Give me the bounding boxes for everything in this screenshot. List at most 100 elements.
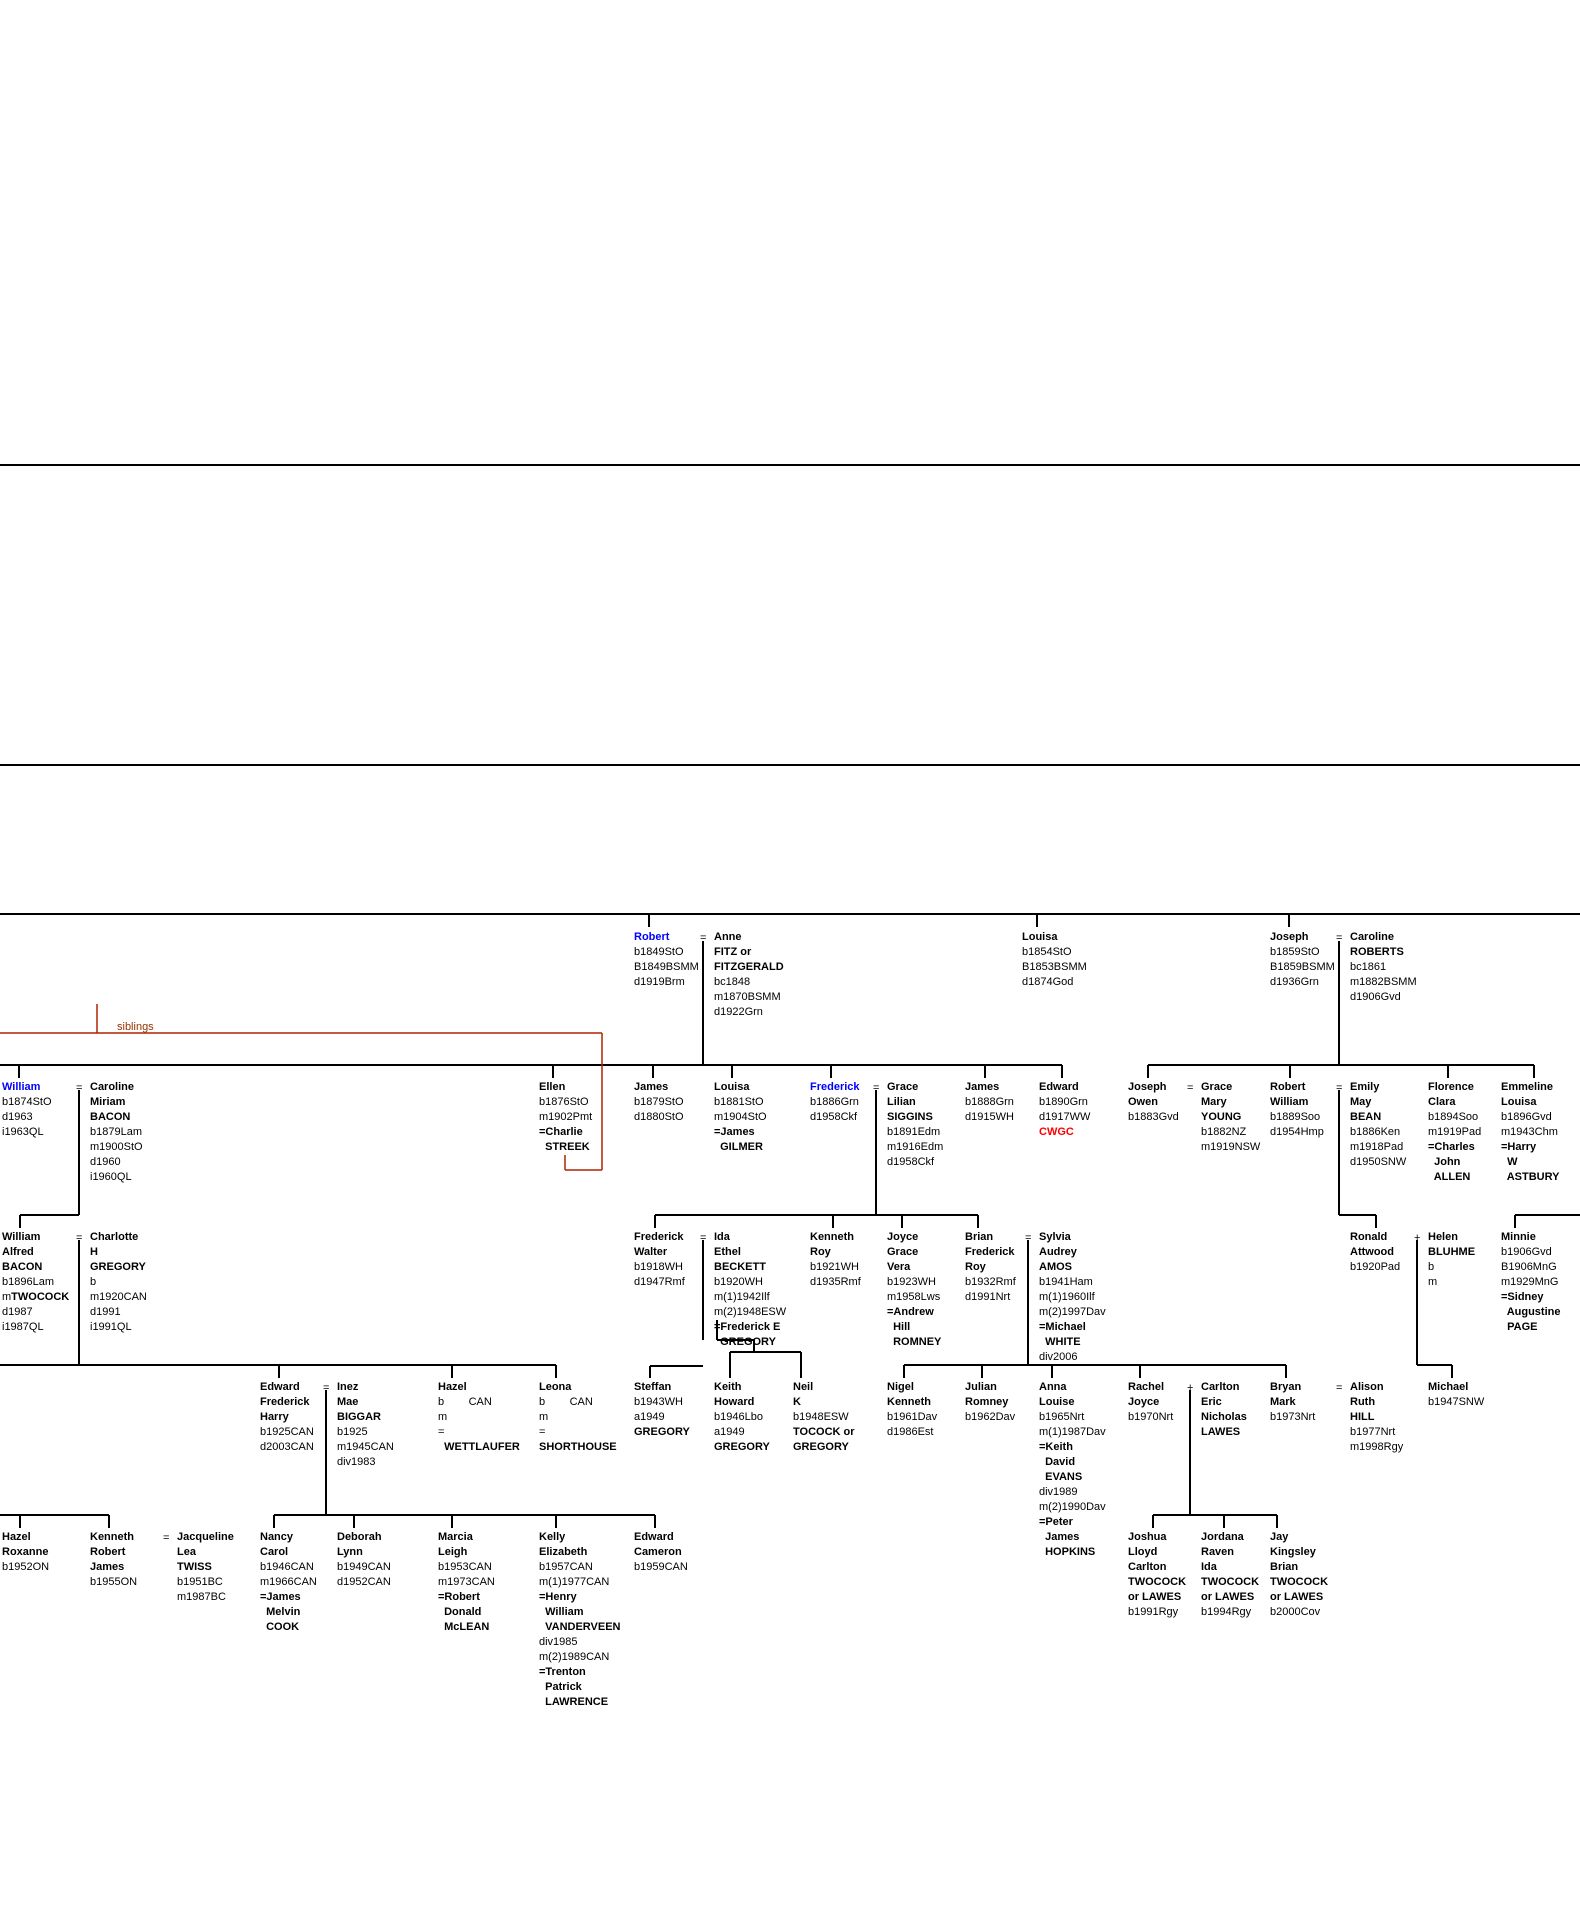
person-detail: b1970Nrt xyxy=(1128,1411,1174,1423)
person-name: Charlotte xyxy=(90,1231,139,1243)
person-detail: WHITE xyxy=(1039,1336,1081,1348)
person-detail: b1886Ken xyxy=(1350,1126,1401,1138)
person-detail: Donald xyxy=(438,1606,482,1618)
person-detail: i1991QL xyxy=(90,1321,132,1333)
person-detail: b1955ON xyxy=(90,1576,138,1588)
person-name: Florence xyxy=(1428,1081,1474,1093)
person-detail: STREEK xyxy=(539,1141,590,1153)
marriage-mark: = xyxy=(1025,1232,1032,1244)
person-detail: Nicholas xyxy=(1201,1411,1247,1423)
person-detail: Patrick xyxy=(539,1681,582,1693)
person-detail: m1900StO xyxy=(90,1141,143,1153)
person-detail: m(1)1942Ilf xyxy=(714,1291,770,1303)
person-name: Jordana xyxy=(1201,1531,1244,1543)
person-detail: b1906Gvd xyxy=(1501,1246,1552,1258)
person-detail: Elizabeth xyxy=(539,1546,588,1558)
person-detail: ALLEN xyxy=(1428,1171,1471,1183)
marriage-mark: = xyxy=(1336,932,1343,944)
person-name: Edward xyxy=(260,1381,300,1393)
person-detail: =Frederick E xyxy=(714,1321,781,1333)
person-detail: Ida xyxy=(1201,1561,1217,1573)
person-detail: m1919NSW xyxy=(1201,1141,1261,1153)
person-detail: m(2)1990Dav xyxy=(1039,1501,1106,1513)
person-detail: or LAWES xyxy=(1270,1591,1324,1603)
person-name: Joshua xyxy=(1128,1531,1167,1543)
person-name: Steffan xyxy=(634,1381,672,1393)
person-detail: =Robert xyxy=(438,1591,480,1603)
person-detail: Augustine xyxy=(1501,1306,1561,1318)
person-detail: Eric xyxy=(1201,1396,1222,1408)
person-detail: b1952ON xyxy=(2,1561,50,1573)
person-detail: b1925 xyxy=(337,1426,368,1438)
person-detail: b1874StO xyxy=(2,1096,52,1108)
person-detail: m xyxy=(1428,1276,1438,1288)
marriage-mark: = xyxy=(700,1232,707,1244)
person-detail: BACON xyxy=(90,1111,131,1123)
person-detail: TOCOCK or xyxy=(793,1426,855,1438)
person-detail: BLUHME xyxy=(1428,1246,1476,1258)
person-detail: b1888Grn xyxy=(965,1096,1014,1108)
person-detail: GREGORY xyxy=(634,1426,690,1438)
person-detail: May xyxy=(1350,1096,1372,1108)
person-detail: b1883Gvd xyxy=(1128,1111,1179,1123)
person-detail: HOPKINS xyxy=(1039,1546,1096,1558)
person-name: Kenneth xyxy=(90,1531,134,1543)
person-detail: =Peter xyxy=(1039,1516,1073,1528)
person-detail: William xyxy=(539,1606,584,1618)
person-detail: m1966CAN xyxy=(260,1576,317,1588)
person-detail: Frederick xyxy=(965,1246,1015,1258)
person-name: Leona xyxy=(539,1381,572,1393)
person-name: Jay xyxy=(1270,1531,1289,1543)
person-detail: Melvin xyxy=(260,1606,301,1618)
person-detail: Harry xyxy=(260,1411,289,1423)
person-name: James xyxy=(634,1081,669,1093)
person-detail: b1946Lbo xyxy=(714,1411,763,1423)
person-detail: GREGORY xyxy=(793,1441,849,1453)
person-detail: James xyxy=(90,1561,125,1573)
person-detail: d1880StO xyxy=(634,1111,684,1123)
person-detail: b1920Pad xyxy=(1350,1261,1401,1273)
person-detail: EVANS xyxy=(1039,1471,1083,1483)
person-detail: m1882BSMM xyxy=(1350,976,1417,988)
person-detail: b1961Dav xyxy=(887,1411,938,1423)
person-detail: b1932Rmf xyxy=(965,1276,1016,1288)
person-detail: David xyxy=(1039,1456,1076,1468)
marriage-mark: = xyxy=(76,1082,83,1094)
person-detail: b1965Nrt xyxy=(1039,1411,1085,1423)
person-detail: YOUNG xyxy=(1201,1111,1242,1123)
person-detail: m1929MnG xyxy=(1501,1276,1559,1288)
person-detail: John xyxy=(1428,1156,1461,1168)
person-detail: =Michael xyxy=(1039,1321,1086,1333)
person-detail: TWISS xyxy=(177,1561,212,1573)
person-detail: FITZ or xyxy=(714,946,752,958)
person-detail: LAWES xyxy=(1201,1426,1241,1438)
person-detail: a1949 xyxy=(714,1426,745,1438)
person-detail: Howard xyxy=(714,1396,755,1408)
person-detail: b1957CAN xyxy=(539,1561,593,1573)
person-detail: BEAN xyxy=(1350,1111,1382,1123)
person-name: Kelly xyxy=(539,1531,566,1543)
person-name: Anna xyxy=(1039,1381,1067,1393)
person-detail: b1973Nrt xyxy=(1270,1411,1316,1423)
person-detail: m(2)1989CAN xyxy=(539,1651,610,1663)
person-detail: m xyxy=(438,1411,448,1423)
person-detail: Miriam xyxy=(90,1096,126,1108)
cwgc-link[interactable]: CWGC xyxy=(1039,1126,1074,1138)
person-detail: b1896Lam xyxy=(2,1276,54,1288)
person-detail: a1949 xyxy=(634,1411,665,1423)
person-detail: SHORTHOUSE xyxy=(539,1441,617,1453)
person-detail: =Charlie xyxy=(539,1126,583,1138)
person-detail: BECKETT xyxy=(714,1261,766,1273)
person-detail: b1947SNW xyxy=(1428,1396,1485,1408)
person-detail: m(1)1960Ilf xyxy=(1039,1291,1095,1303)
person-detail: TWOCOCK xyxy=(1201,1576,1260,1588)
